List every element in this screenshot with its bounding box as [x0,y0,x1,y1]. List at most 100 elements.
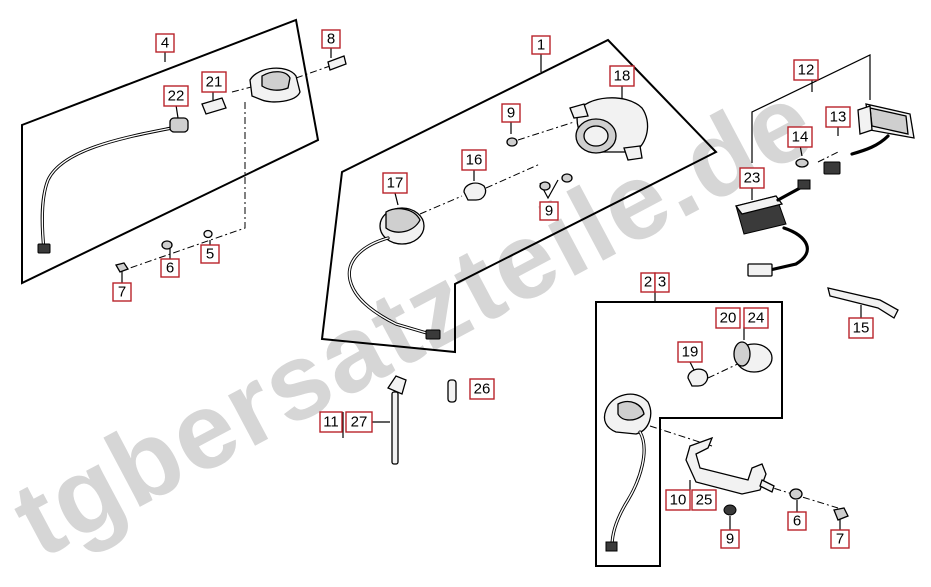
callout-20: 20 [715,307,741,329]
svg-text:10: 10 [670,492,687,509]
washer-14 [795,158,809,168]
bulb-16 [463,182,487,201]
svg-text:9: 9 [726,531,734,548]
callout-24: 24 [743,307,769,329]
svg-text:1: 1 [537,37,545,54]
bolt-8 [327,55,347,71]
turn-signal-lens-20-24 [733,341,773,373]
group-outline-1 [320,38,718,354]
wire-harness-23 [610,430,646,548]
callout-6-left: 6 [160,258,180,278]
callout-14: 14 [787,126,813,148]
screw-9-right [723,504,737,516]
cable-tie-11-27 [387,375,407,465]
svg-text:27: 27 [351,414,368,431]
callout-3: 3 [654,272,670,293]
svg-text:23: 23 [744,170,761,187]
callout-5: 5 [200,244,220,264]
bulb-socket-21 [201,97,227,115]
leader-lines [121,48,862,530]
svg-text:25: 25 [696,492,713,509]
wire-harness-17 [347,236,432,336]
callout-12: 12 [793,59,819,81]
callout-7-left: 7 [112,282,132,302]
wire-harness-4-inner [41,127,173,251]
callout-18: 18 [609,65,635,87]
wire-harness-23-inner [611,431,645,547]
svg-text:6: 6 [166,260,174,277]
bracket-10-25 [685,436,767,495]
wire-23-top [776,186,802,202]
svg-text:2: 2 [644,274,652,291]
callout-13: 13 [825,106,851,128]
svg-text:9: 9 [545,203,553,220]
wire-13 [850,134,890,156]
bulb-19 [687,368,709,387]
svg-text:18: 18 [614,68,631,85]
connector-23-top [797,179,811,190]
screw-9-lower-a [539,181,551,191]
group-outline-23 [595,301,783,567]
washer-6-right [789,488,803,500]
svg-text:21: 21 [206,74,223,91]
callout-21: 21 [201,71,227,93]
wire-23 [768,226,809,272]
wire-harness-4 [40,126,174,252]
license-lamp-lens-4 [261,71,291,91]
svg-text:16: 16 [466,152,483,169]
svg-text:13: 13 [830,109,847,126]
grommet-22 [169,117,189,133]
lamp-17 [379,207,425,245]
headlight-housing-18 [569,97,649,161]
callout-1: 1 [531,35,551,55]
tail-lamp-12 [857,103,915,139]
connector-23 [747,263,773,277]
nut-7-left [115,262,129,273]
callout-25: 25 [691,489,717,511]
callout-26: 26 [469,378,495,400]
callout-9-upper: 9 [501,103,521,123]
svg-text:6: 6 [793,513,801,530]
callout-23-top: 23 [739,167,765,189]
bolt-10 [759,479,775,493]
svg-text:9: 9 [507,105,515,122]
callout-2: 2 [640,272,656,293]
svg-text:17: 17 [387,175,404,192]
callout-8: 8 [321,29,341,49]
svg-text:12: 12 [798,62,815,79]
connector-plug-23 [605,541,618,552]
callout-7-right: 7 [830,529,850,549]
connector-plug-4 [37,243,51,254]
washer-5 [203,229,213,239]
svg-text:24: 24 [748,310,765,327]
callout-15: 15 [848,317,874,339]
clip-26 [447,379,457,403]
callout-19: 19 [677,341,703,363]
callout-27: 27 [345,411,373,433]
svg-text:7: 7 [836,531,844,548]
control-unit-23 [734,195,787,235]
callout-22: 22 [163,85,189,107]
callout-11: 11 [319,411,343,433]
bracket-15 [827,287,899,319]
assembly-lines [129,65,839,509]
svg-text:19: 19 [682,344,699,361]
svg-text:3: 3 [658,274,666,291]
svg-text:7: 7 [118,284,126,301]
screw-9-upper [506,137,518,147]
svg-text:26: 26 [474,381,491,398]
callout-6-right: 6 [787,511,807,531]
svg-text:11: 11 [323,414,339,431]
washer-6-left [161,240,173,250]
svg-text:15: 15 [853,320,870,337]
svg-text:4: 4 [161,35,169,52]
callout-4: 4 [155,33,175,53]
callout-9-lower: 9 [539,201,559,221]
nut-7-right [833,507,849,521]
svg-text:22: 22 [168,88,185,105]
svg-text:14: 14 [792,129,809,146]
screw-9-lower-b [561,173,573,183]
turn-signal-housing-23 [603,393,652,435]
svg-text:5: 5 [206,246,214,263]
